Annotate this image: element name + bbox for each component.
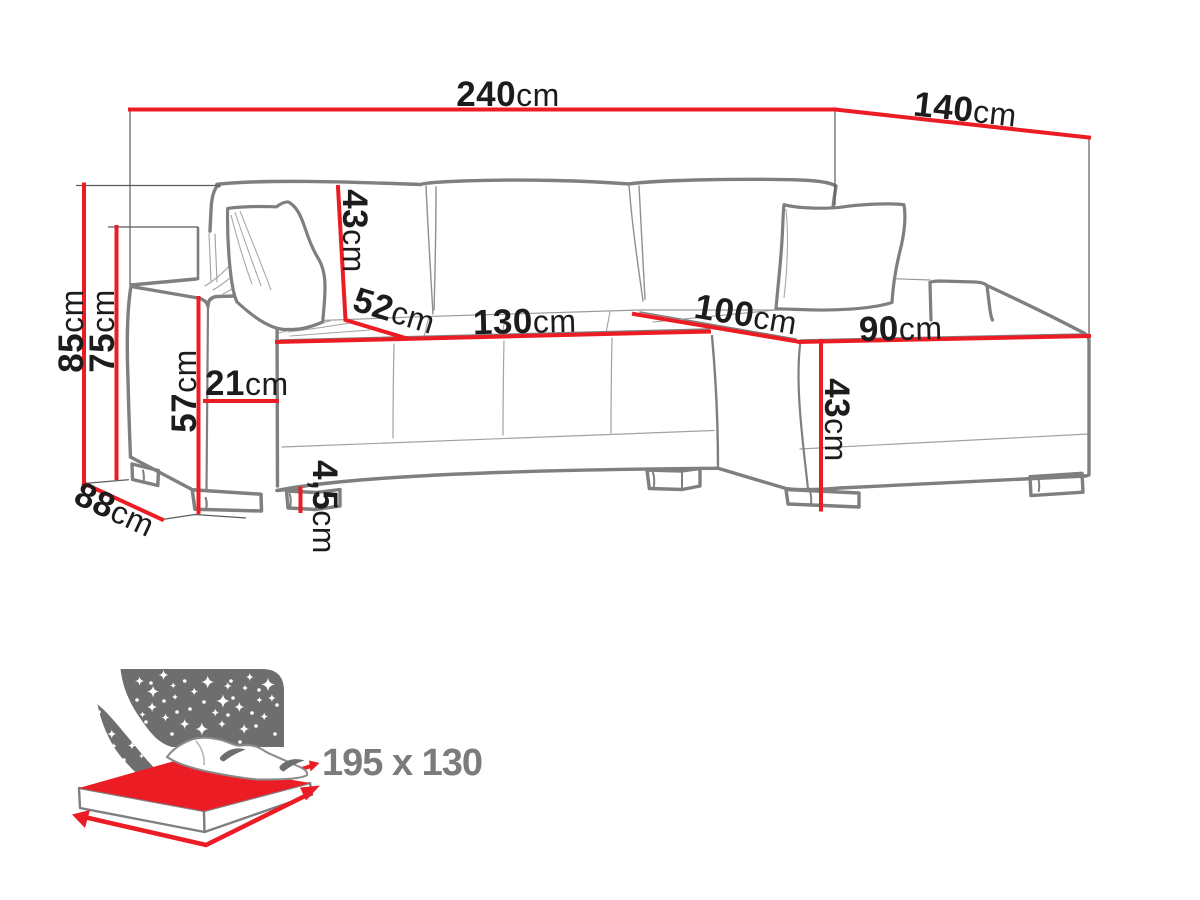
svg-text:195 x 130: 195 x 130: [322, 742, 482, 784]
svg-text:21cm: 21cm: [205, 364, 289, 403]
svg-text:140cm: 140cm: [912, 85, 1019, 135]
svg-text:57cm: 57cm: [165, 349, 204, 433]
svg-text:4,5cm: 4,5cm: [305, 460, 344, 554]
svg-text:43cm: 43cm: [817, 378, 856, 462]
svg-text:100cm: 100cm: [692, 287, 801, 343]
svg-text:75cm: 75cm: [83, 289, 122, 373]
svg-text:85cm: 85cm: [52, 289, 91, 373]
svg-text:90cm: 90cm: [858, 308, 943, 349]
svg-text:240cm: 240cm: [456, 75, 560, 114]
svg-text:130cm: 130cm: [472, 301, 576, 343]
svg-text:43cm: 43cm: [335, 189, 374, 273]
